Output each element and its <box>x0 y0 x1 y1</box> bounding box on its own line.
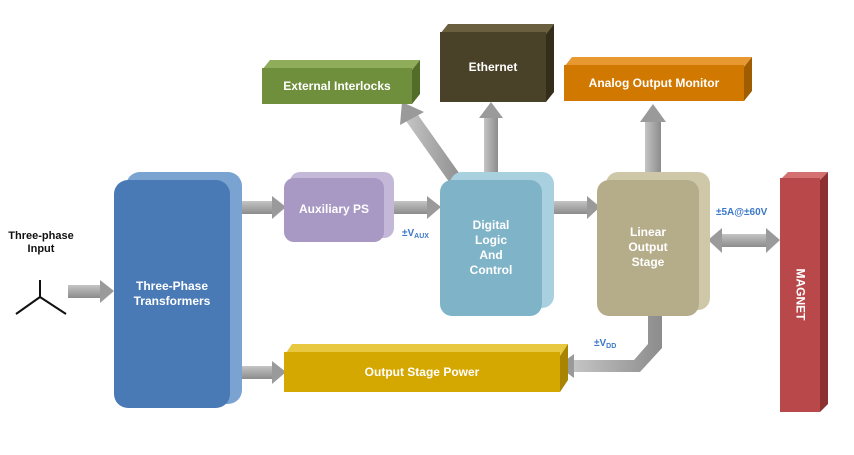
block-magnet <box>780 172 828 412</box>
block-transformers <box>114 172 242 408</box>
connector-arrows <box>68 102 780 384</box>
magnet-rating-label: ±5A@±60V <box>716 207 768 218</box>
arrow-linear-magnet <box>708 228 780 253</box>
arrow-digital-linear <box>545 196 600 219</box>
block-output-power <box>284 344 568 392</box>
arrow-transformers-outputpower <box>236 361 286 384</box>
block-external-interlocks <box>262 60 420 104</box>
block-analog-monitor <box>564 57 752 101</box>
input-label: Three-phase Input <box>8 230 74 255</box>
arrow-digital-ethernet <box>479 102 503 186</box>
three-phase-symbol-icon <box>15 280 67 315</box>
arrow-input-transformers <box>68 280 114 303</box>
block-linear <box>597 172 710 316</box>
block-ethernet <box>440 24 554 102</box>
arrow-linear-analogmonitor <box>640 104 666 184</box>
block-digital <box>440 172 554 316</box>
arrow-transformers-auxiliary <box>236 196 286 219</box>
block-auxiliary-ps <box>284 172 394 242</box>
arrow-digital-interlocks <box>400 102 464 186</box>
vaux-label: ±VAUX <box>402 228 429 240</box>
vdd-label: ±VDD <box>594 338 617 350</box>
